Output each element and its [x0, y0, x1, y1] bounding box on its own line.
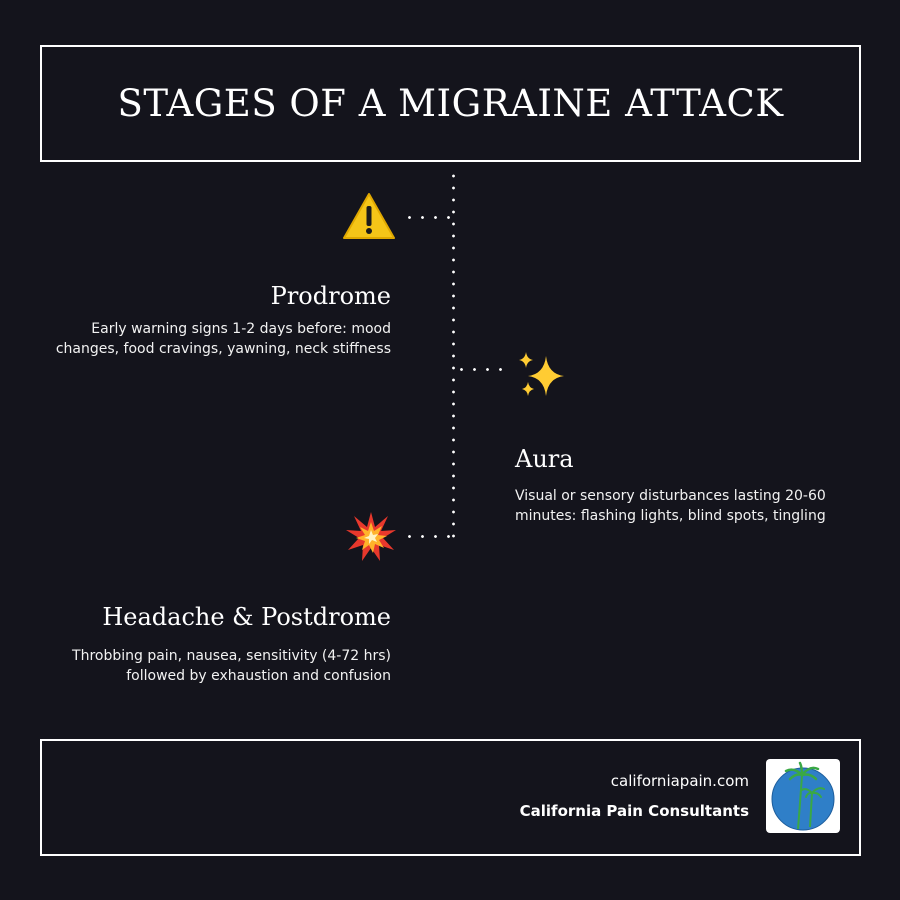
- palm-tree-logo-icon: [766, 759, 840, 833]
- headache-title: Headache & Postdrome: [102, 603, 391, 631]
- collision-icon: [344, 510, 398, 564]
- timeline-line: [452, 170, 455, 542]
- footer: californiapain.com California Pain Consu…: [40, 739, 861, 856]
- website-link[interactable]: californiapain.com: [610, 772, 749, 790]
- prodrome-connector: [403, 216, 455, 219]
- aura-description: Visual or sensory disturbances lasting 2…: [515, 488, 826, 524]
- prodrome-title: Prodrome: [270, 282, 391, 310]
- sparkles-icon: [514, 348, 568, 402]
- title-banner: STAGES OF A MIGRAINE ATTACK: [40, 45, 861, 162]
- prodrome-description: Early warning signs 1-2 days before: moo…: [55, 321, 391, 357]
- warning-icon: [342, 190, 396, 244]
- company-name: California Pain Consultants: [519, 802, 749, 820]
- headache-connector: [403, 535, 455, 538]
- page-title: STAGES OF A MIGRAINE ATTACK: [117, 82, 784, 125]
- aura-title: Aura: [515, 445, 574, 473]
- aura-connector: [455, 368, 503, 371]
- headache-description: Throbbing pain, nausea, sensitivity (4-7…: [72, 648, 391, 684]
